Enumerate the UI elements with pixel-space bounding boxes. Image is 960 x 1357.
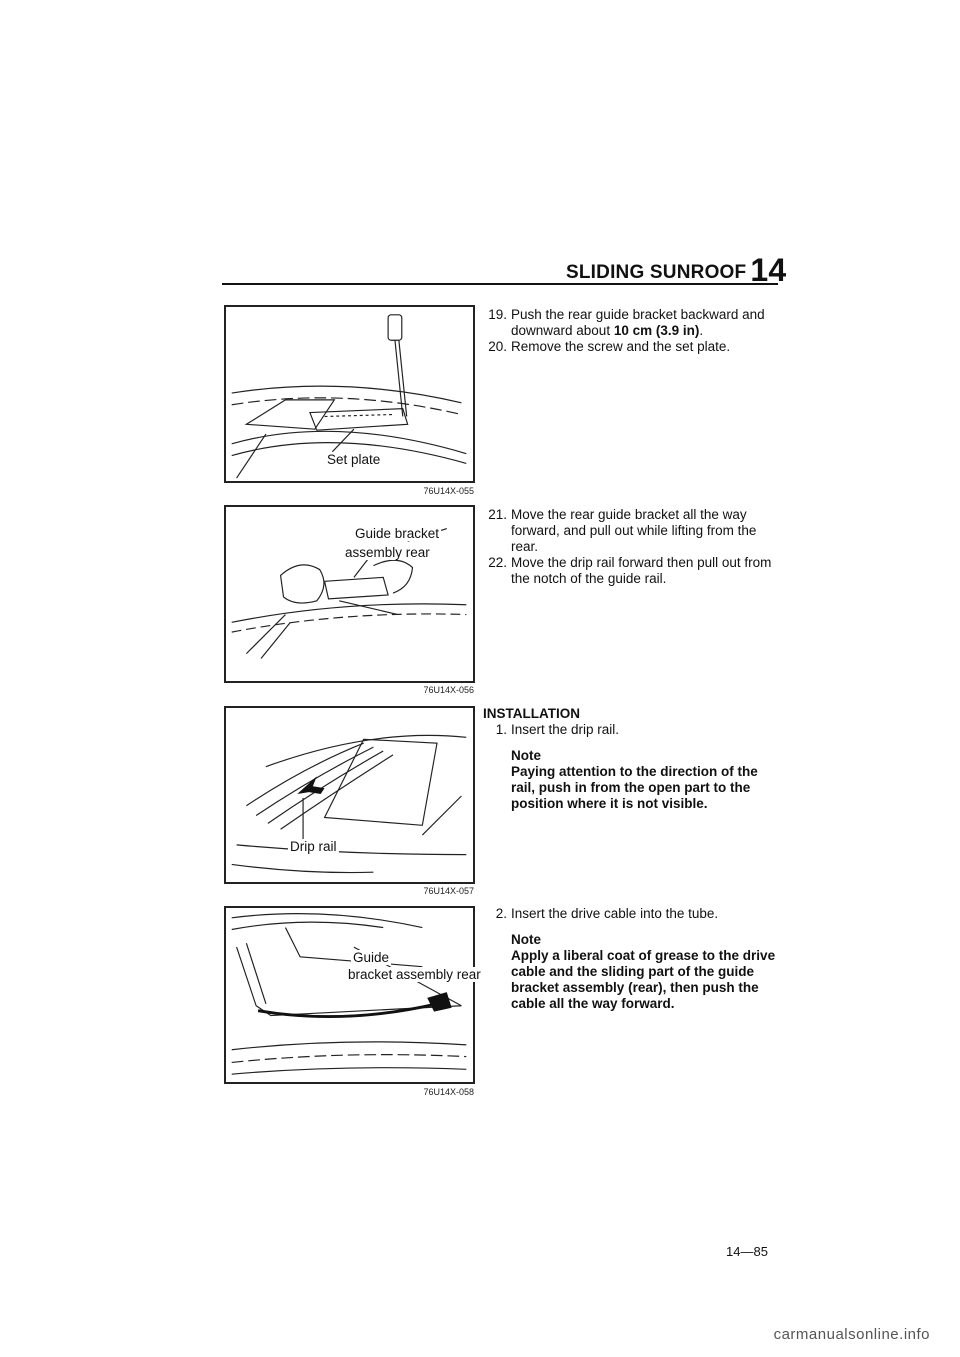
- drive-cable-illustration: [231, 913, 467, 1075]
- step-text: Remove the screw and the set plate.: [511, 339, 731, 354]
- step-number: 1.: [495, 722, 507, 737]
- step-number: 2.: [495, 906, 507, 921]
- note-text: Paying attention to the direction of the…: [511, 764, 758, 811]
- step-1: 1. Insert the drip rail.: [483, 722, 783, 738]
- step-text: Insert the drip rail.: [511, 722, 620, 737]
- step-number: 19.: [488, 307, 507, 322]
- note-text: Apply a liberal coat of grease to the dr…: [511, 948, 776, 1011]
- figure-label-guide-bracket-line2: assembly rear: [343, 545, 432, 560]
- set-plate-illustration: [231, 314, 467, 479]
- step-22: 22. Move the drip rail forward then pull…: [483, 555, 783, 587]
- step-text: Insert the drive cable into the tube.: [511, 906, 719, 921]
- figure-label-guide-line1: Guide: [351, 950, 392, 965]
- step-text: Push the rear guide bracket backward and…: [511, 307, 765, 338]
- step-number: 21.: [488, 507, 507, 522]
- header-title: SLIDING SUNROOF: [566, 262, 747, 283]
- step-text: Move the rear guide bracket all the way …: [511, 507, 757, 554]
- step-number: 22.: [488, 555, 507, 570]
- drip-rail-illustration: [231, 734, 467, 874]
- step-21: 21. Move the rear guide bracket all the …: [483, 507, 783, 555]
- text-block-drive-cable: 2. Insert the drive cable into the tube.…: [483, 906, 783, 1012]
- text-block-installation: INSTALLATION 1. Insert the drip rail. No…: [483, 706, 783, 812]
- figure-label-set-plate: Set plate: [325, 452, 383, 467]
- figure-code-055: 76U14X-055: [423, 486, 474, 496]
- figure-drive-cable: [224, 906, 475, 1084]
- page-number: 14—85: [726, 1244, 768, 1259]
- figure-code-057: 76U14X-057: [423, 886, 474, 896]
- guide-bracket-illustration: [231, 527, 467, 659]
- footer-watermark[interactable]: carmanualsonline.info: [773, 1326, 930, 1343]
- chapter-number: 14: [750, 252, 787, 288]
- section-heading: INSTALLATION: [483, 706, 580, 721]
- text-block-removal-1: 19. Push the rear guide bracket backward…: [483, 307, 783, 355]
- header-rule: [222, 283, 778, 285]
- figure-label-drip-rail: Drip rail: [288, 839, 339, 854]
- text-block-removal-2: 21. Move the rear guide bracket all the …: [483, 507, 783, 587]
- step-2: 2. Insert the drive cable into the tube.: [483, 906, 783, 922]
- step-text-end: .: [699, 323, 704, 338]
- note-drive-cable: Note Apply a liberal coat of grease to t…: [483, 932, 783, 1012]
- step-measurement: 10 cm (3.9 in): [613, 323, 700, 338]
- figure-code-058: 76U14X-058: [423, 1087, 474, 1097]
- note-title: Note: [511, 932, 541, 947]
- step-text: Move the drip rail forward then pull out…: [511, 555, 772, 586]
- figure-label-guide-bracket-line1: Guide bracket: [353, 526, 442, 541]
- step-19: 19. Push the rear guide bracket backward…: [483, 307, 783, 339]
- note-title: Note: [511, 748, 541, 763]
- note-drip-rail: Note Paying attention to the direction o…: [483, 748, 783, 812]
- figure-label-guide-line2: bracket assembly rear: [346, 967, 483, 982]
- step-number: 20.: [488, 339, 507, 354]
- figure-drip-rail: [224, 706, 475, 884]
- step-20: 20. Remove the screw and the set plate.: [483, 339, 783, 355]
- figure-code-056: 76U14X-056: [423, 685, 474, 695]
